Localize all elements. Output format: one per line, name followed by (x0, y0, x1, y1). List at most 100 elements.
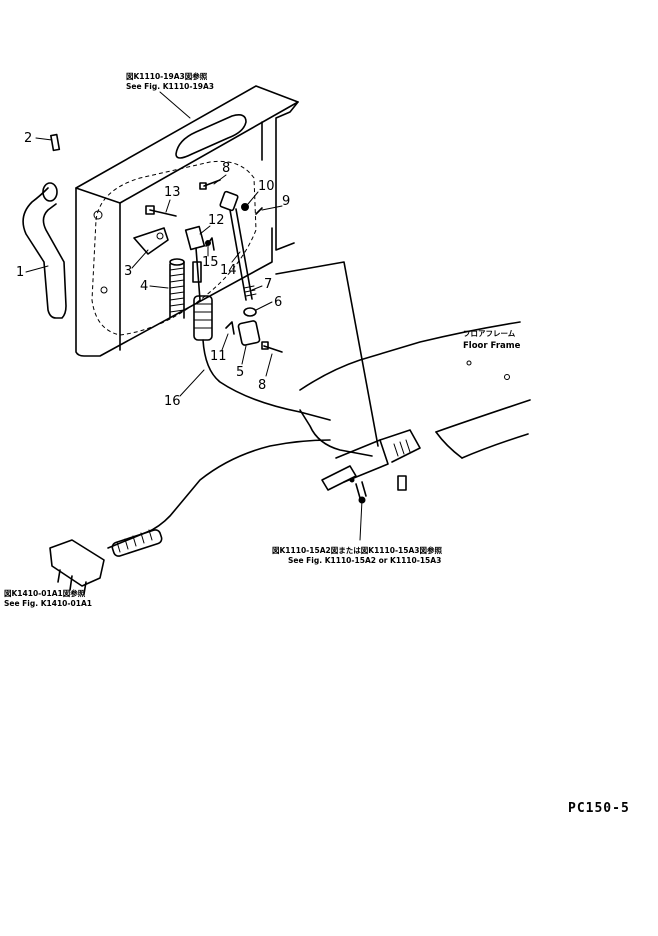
pin-head-part-8 (199, 182, 207, 190)
cable-lower-thread (116, 529, 153, 553)
cable-lower-fitting (111, 529, 163, 557)
bracket-plate (49, 539, 105, 587)
floor-frame-label: フロアフレーム Floor Frame (463, 329, 521, 351)
callout-4: 4 (140, 279, 148, 294)
reference-top-en: See Fig. K1110-19A3 (126, 82, 214, 91)
valve-spool (379, 429, 421, 463)
leader-line (261, 205, 283, 211)
reference-left-jp: 図K1410-01A1図参照 (4, 588, 86, 598)
callout-12: 12 (208, 213, 225, 228)
leader-line (255, 301, 273, 311)
pin-part-8-lower (263, 345, 283, 353)
leader-line (247, 191, 259, 205)
callout-7: 7 (264, 277, 272, 292)
callout-11: 11 (210, 349, 227, 364)
callout-9: 9 (282, 194, 290, 209)
callout-2: 2 (24, 131, 32, 146)
callout-8-upper: 8 (222, 161, 230, 176)
callout-8-lower: 8 (258, 378, 266, 393)
cable-sheath-lower (151, 439, 331, 531)
reference-left-en: See Fig. K1410-01A1 (4, 599, 92, 608)
floor-frame-label-en: Floor Frame (463, 341, 521, 351)
console-cutaway (91, 160, 257, 336)
reference-top: 図K1110-19A3図参照 See Fig. K1110-19A3 (126, 71, 214, 119)
reference-middle: 図K1110-15A2図または図K1110-15A3図参照 See Fig. K… (272, 499, 443, 565)
floor-plate-outline (275, 261, 379, 447)
callout-3: 3 (124, 264, 132, 279)
model-label: PC150-5 (568, 801, 630, 816)
cable-end-fitting (192, 261, 202, 283)
floor-frame (275, 261, 531, 459)
clevis-part-5 (237, 320, 261, 346)
console-box (75, 85, 299, 357)
valve-dot (349, 477, 355, 483)
valve-assembly (321, 429, 421, 504)
cable-inner-rod (195, 247, 201, 301)
pin-part-2 (50, 133, 61, 152)
leader-line (25, 265, 49, 273)
floor-frame-edge-upper (299, 321, 521, 391)
clevis-part-12 (184, 225, 206, 251)
leader-line (179, 369, 205, 397)
spring-part-4 (169, 258, 185, 319)
pin-part-15-dot (205, 240, 211, 246)
floor-frame-label-jp: フロアフレーム (463, 329, 516, 338)
floor-frame-edge-mid (435, 399, 531, 433)
nut-part-6 (243, 307, 257, 317)
valve-link (355, 481, 367, 499)
lever-eye (42, 182, 58, 202)
lower-bracket (49, 539, 105, 595)
leader-line (213, 174, 227, 185)
rod-part-14 (229, 208, 253, 301)
reference-middle-jp: 図K1110-15A2図または図K1110-15A3図参照 (272, 545, 443, 555)
callouts: 2 1 13 8 10 9 12 3 15 14 4 7 6 11 5 8 16 (16, 131, 290, 409)
valve-body (335, 439, 389, 483)
console-right-face (275, 101, 299, 251)
leader-line (241, 345, 247, 365)
leader-line (251, 285, 263, 291)
leader-line (199, 225, 211, 235)
valve-spool-rings (393, 439, 411, 457)
callout-13: 13 (164, 185, 181, 200)
cable-adjuster-thread (193, 303, 213, 329)
console-front-face (75, 187, 273, 357)
reference-left: 図K1410-01A1図参照 See Fig. K1410-01A1 (4, 588, 92, 608)
callout-1: 1 (16, 265, 24, 280)
lever-body (22, 187, 67, 319)
bellcrank-pivot (156, 232, 164, 240)
nut-part-10 (241, 203, 249, 211)
bolt-head-part-13 (145, 205, 155, 215)
floor-frame-lip (299, 409, 373, 457)
floor-frame-corner (435, 431, 463, 459)
rod-clevis-upper (219, 190, 239, 212)
callout-6: 6 (274, 295, 282, 310)
lever (22, 133, 67, 319)
cable-sheath-upper (202, 339, 331, 421)
floor-frame-hole (504, 374, 510, 380)
leader-line (149, 285, 169, 289)
valve-body-left (321, 465, 357, 491)
leader-line (231, 251, 241, 263)
leader-line (35, 137, 53, 141)
callout-15: 15 (202, 255, 219, 270)
valve-lever-tab (397, 475, 407, 491)
floor-frame-hole (466, 360, 472, 366)
callout-14: 14 (220, 263, 237, 278)
leader-line (159, 91, 191, 119)
bellcrank-part-3 (133, 227, 169, 255)
console-hole (93, 210, 103, 220)
leader-line (165, 199, 171, 213)
linkage (133, 179, 283, 353)
pin-part-9 (255, 207, 263, 215)
pin-head-part-8-lower (261, 341, 269, 350)
reference-middle-en: See Fig. K1110-15A2 or K1110-15A3 (288, 556, 441, 565)
leader-line (131, 249, 149, 269)
cable-part-16 (107, 247, 331, 557)
leader-line (265, 353, 273, 377)
floor-frame-edge-lower (461, 433, 529, 459)
pin-part-11 (225, 321, 235, 335)
console-hole (100, 286, 108, 294)
leader-line (359, 499, 363, 541)
